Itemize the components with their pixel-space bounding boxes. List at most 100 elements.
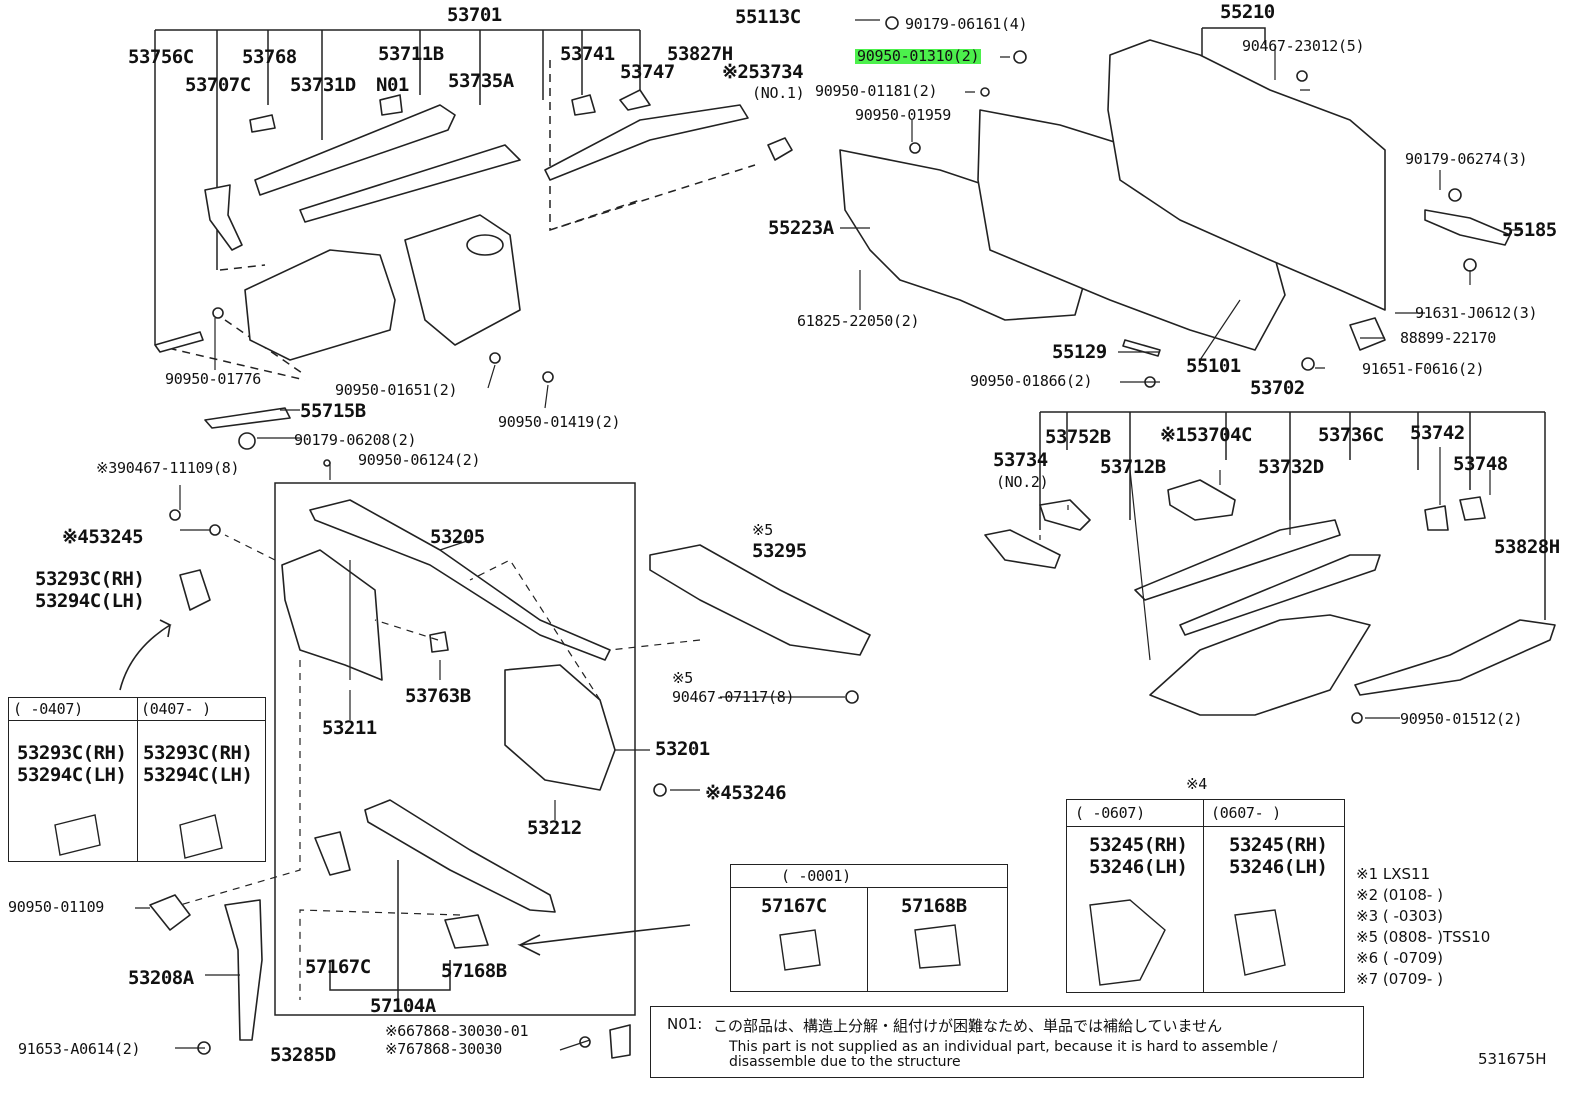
label-53211: 53211 bbox=[322, 717, 377, 739]
label-55210: 55210 bbox=[1220, 1, 1275, 23]
label-53748: 53748 bbox=[1453, 453, 1508, 475]
label-53768: 53768 bbox=[242, 46, 297, 68]
inset-mid-col2: 57168B bbox=[901, 895, 967, 917]
label-N01: N01 bbox=[376, 74, 409, 96]
inset-left-col2-rh: 53293C(RH) bbox=[143, 742, 253, 764]
footnote-6: ※6 ( -0709) bbox=[1356, 949, 1443, 967]
inset-mid-col1: 57167C bbox=[761, 895, 827, 917]
label-53734-no1: ※253734 bbox=[722, 61, 804, 83]
inset-table-53245: ( -0607) (0607- ) 53245(RH) 53246(LH) 53… bbox=[1066, 799, 1345, 993]
label-90950-01310-highlighted[interactable]: 90950-01310(2) bbox=[855, 47, 982, 65]
label-90950-06124: 90950-06124(2) bbox=[358, 451, 481, 469]
label-53731D: 53731D bbox=[290, 74, 356, 96]
label-90467-07117-note: ※5 bbox=[672, 669, 693, 687]
label-53763B: 53763B bbox=[405, 685, 471, 707]
inset-right-col2-rh: 53245(RH) bbox=[1229, 834, 1328, 856]
label-53245-top: ※453245 bbox=[62, 526, 144, 548]
label-55129: 55129 bbox=[1052, 341, 1107, 363]
label-91651-F0616: 91651-F0616(2) bbox=[1362, 360, 1485, 378]
label-90467-23012: 90467-23012(5) bbox=[1242, 37, 1365, 55]
label-53747: 53747 bbox=[620, 61, 675, 83]
label-91631-J0612: 91631-J0612(3) bbox=[1415, 304, 1538, 322]
footnote-3: ※3 ( -0303) bbox=[1356, 907, 1443, 925]
label-90467-07117: 90467-07117(8) bbox=[672, 688, 795, 706]
label-55113C: 55113C bbox=[735, 6, 801, 28]
inset-right-col2-lh: 53246(LH) bbox=[1229, 856, 1328, 878]
label-90950-01651: 90950-01651(2) bbox=[335, 381, 458, 399]
label-53711B: 53711B bbox=[378, 43, 444, 65]
label-53736C: 53736C bbox=[1318, 424, 1384, 446]
label-53734-no2-sub: (NO.2) bbox=[996, 473, 1049, 491]
footnote-2: ※2 (0108- ) bbox=[1356, 886, 1443, 904]
label-star4: ※4 bbox=[1186, 775, 1207, 793]
label-90950-01512: 90950-01512(2) bbox=[1400, 710, 1523, 728]
label-57167C: 57167C bbox=[305, 956, 371, 978]
label-53756C: 53756C bbox=[128, 46, 194, 68]
inset-mid-header: ( -0001) bbox=[781, 867, 851, 885]
label-90950-01109: 90950-01109 bbox=[8, 898, 105, 916]
label-53704C: ※153704C bbox=[1160, 424, 1253, 446]
inset-left-col2-header: (0407- ) bbox=[141, 700, 211, 718]
label-53295: 53295 bbox=[752, 540, 807, 562]
label-53295-note: ※5 bbox=[752, 521, 773, 539]
label-53285D: 53285D bbox=[270, 1044, 336, 1066]
label-90179-06161: 90179-06161(4) bbox=[905, 15, 1028, 33]
label-53742: 53742 bbox=[1410, 422, 1465, 444]
inset-right-col1-lh: 53246(LH) bbox=[1089, 856, 1188, 878]
label-53735A: 53735A bbox=[448, 70, 514, 92]
label-55223A: 55223A bbox=[768, 217, 834, 239]
footnote-1: ※1 LXS11 bbox=[1356, 865, 1431, 883]
n01-note-box: N01: この部品は、構造上分解・組付けが困難なため、単品では補給していません … bbox=[650, 1006, 1364, 1078]
n01-prefix: N01: bbox=[667, 1015, 703, 1033]
label-53208A: 53208A bbox=[128, 967, 194, 989]
label-53734-no1-sub: (NO.1) bbox=[752, 84, 805, 102]
label-53828H: 53828H bbox=[1494, 536, 1560, 558]
inset-left-col1-header: ( -0407) bbox=[13, 700, 83, 718]
label-53294C: 53294C(LH) bbox=[35, 590, 145, 612]
label-91653-A0614: 91653-A0614(2) bbox=[18, 1040, 141, 1058]
label-90179-06274: 90179-06274(3) bbox=[1405, 150, 1528, 168]
label-90467-11109: ※390467-11109(8) bbox=[96, 459, 240, 477]
label-53701: 53701 bbox=[447, 4, 502, 26]
n01-english-line2: disassemble due to the structure bbox=[729, 1054, 961, 1070]
label-53205: 53205 bbox=[430, 526, 485, 548]
label-90950-01866: 90950-01866(2) bbox=[970, 372, 1093, 390]
n01-japanese: この部品は、構造上分解・組付けが困難なため、単品では補給していません bbox=[713, 1017, 1223, 1035]
footnote-5: ※5 (0808- )TSS10 bbox=[1356, 928, 1491, 946]
footnotes: ※1 LXS11 ※2 (0108- ) ※3 ( -0303) ※5 (080… bbox=[1356, 864, 1490, 990]
label-53741: 53741 bbox=[560, 43, 615, 65]
label-61825-22050: 61825-22050(2) bbox=[797, 312, 920, 330]
label-90950-01181: 90950-01181(2) bbox=[815, 82, 938, 100]
label-53827H: 53827H bbox=[667, 43, 733, 65]
label-55715B: 55715B bbox=[300, 400, 366, 422]
n01-english-line1: This part is not supplied as an individu… bbox=[729, 1039, 1278, 1055]
label-53734-no2: 53734 bbox=[993, 449, 1048, 471]
label-90950-01776: 90950-01776 bbox=[165, 370, 262, 388]
label-667868-30030-01: ※667868-30030-01 bbox=[385, 1022, 529, 1040]
label-53246: ※453246 bbox=[705, 782, 787, 804]
inset-right-col2-header: (0607- ) bbox=[1211, 804, 1281, 822]
label-53712B: 53712B bbox=[1100, 456, 1166, 478]
label-57168B: 57168B bbox=[441, 960, 507, 982]
inset-table-53293c: ( -0407) (0407- ) 53293C(RH) 53294C(LH) … bbox=[8, 697, 266, 862]
label-53212: 53212 bbox=[527, 817, 582, 839]
footnote-7: ※7 (0709- ) bbox=[1356, 970, 1443, 988]
label-90950-01419: 90950-01419(2) bbox=[498, 413, 621, 431]
label-55101: 55101 bbox=[1186, 355, 1241, 377]
diagram-id: 531675H bbox=[1478, 1050, 1547, 1068]
label-767868-30030: ※767868-30030 bbox=[385, 1040, 503, 1058]
label-53707C: 53707C bbox=[185, 74, 251, 96]
inset-left-col1-lh: 53294C(LH) bbox=[17, 764, 127, 786]
label-57104A: 57104A bbox=[370, 995, 436, 1017]
label-88899-22170: 88899-22170 bbox=[1400, 329, 1497, 347]
label-53201: 53201 bbox=[655, 738, 710, 760]
label-53732D: 53732D bbox=[1258, 456, 1324, 478]
inset-left-col1-rh: 53293C(RH) bbox=[17, 742, 127, 764]
label-90950-01959: 90950-01959 bbox=[855, 106, 952, 124]
label-53293C: 53293C(RH) bbox=[35, 568, 145, 590]
inset-table-57167c: ( -0001) 57167C 57168B bbox=[730, 864, 1008, 992]
label-90179-06208: 90179-06208(2) bbox=[294, 431, 417, 449]
label-55185: 55185 bbox=[1502, 219, 1557, 241]
